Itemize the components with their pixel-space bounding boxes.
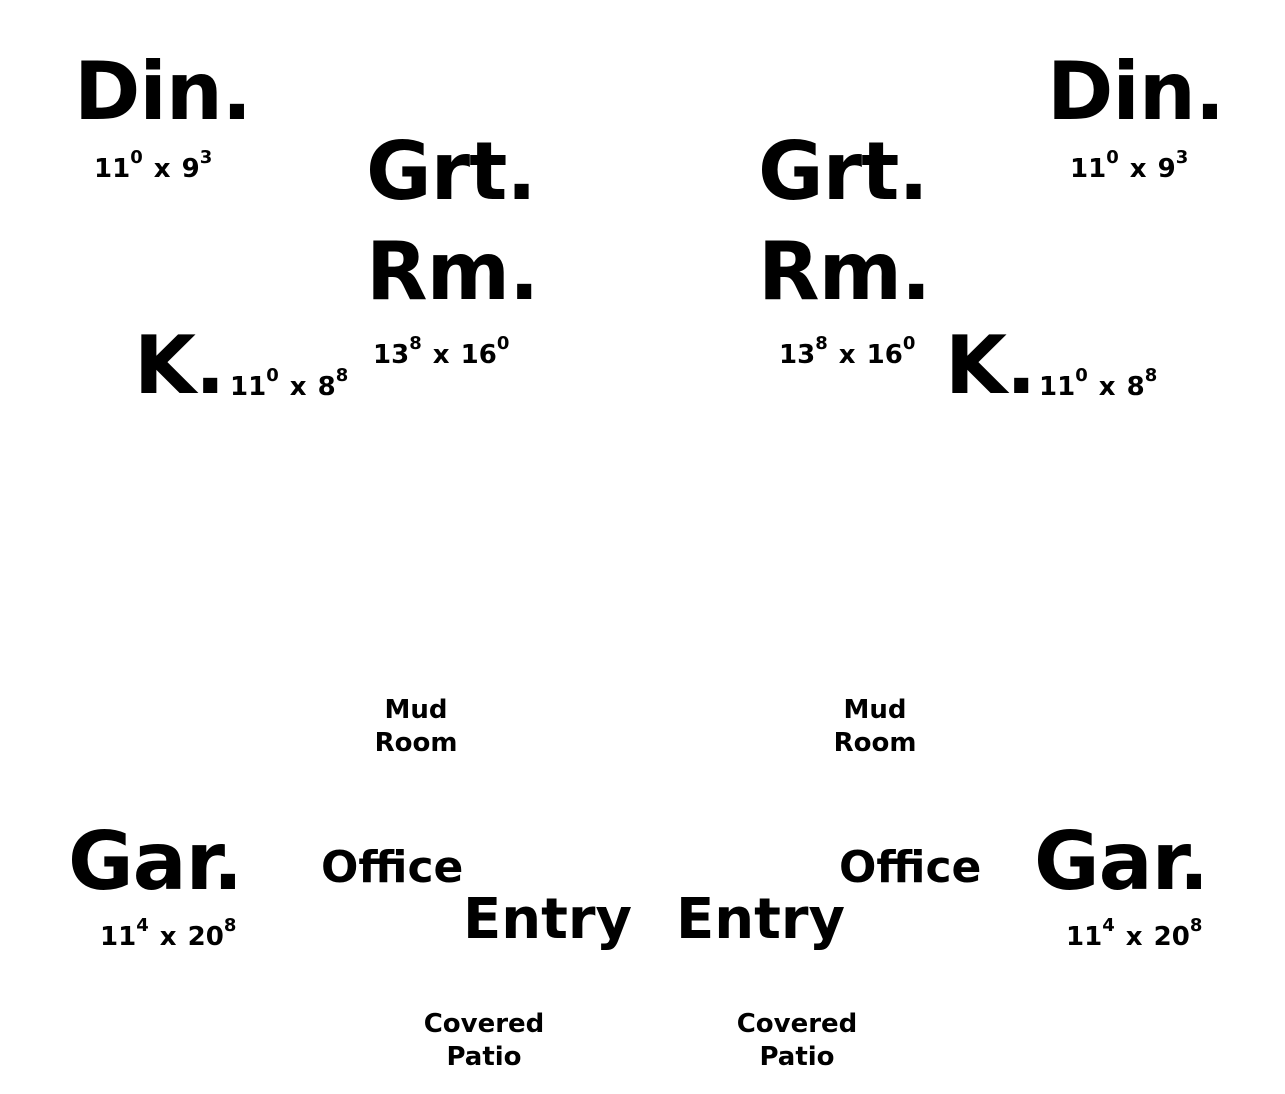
left-dining-dimensions: 110 x 93 — [94, 149, 212, 184]
left-kitchen-dim-b: 8 — [317, 372, 336, 402]
right-dining-dim-a-sup: 0 — [1106, 147, 1119, 168]
right-garage-dimensions: 114 x 208 — [1066, 917, 1202, 952]
right-kitchen-dim-a: 11 — [1039, 372, 1076, 402]
right-great-room-sep: x — [838, 340, 856, 370]
right-dining-dimensions: 110 x 93 — [1070, 149, 1188, 184]
left-great-room-dim-a: 13 — [373, 340, 410, 370]
right-garage-dim-a-sup: 4 — [1102, 915, 1115, 936]
right-entry-label: Entry — [676, 887, 846, 952]
right-mud-room-line1: Mud — [843, 695, 907, 725]
right-covered-patio-line2: Patio — [759, 1042, 835, 1072]
right-garage-label: Gar. — [1034, 815, 1209, 908]
right-mud-room-line2: Room — [833, 728, 917, 758]
right-office-label: Office — [839, 842, 982, 893]
left-mud-room-line2: Room — [374, 728, 458, 758]
left-kitchen-label: K. — [134, 319, 225, 412]
right-dining-dim-b: 9 — [1157, 154, 1176, 184]
right-kitchen-dimensions: 110 x 88 — [1039, 367, 1157, 402]
left-dining-label: Din. — [74, 45, 252, 138]
left-kitchen-dim-a: 11 — [230, 372, 267, 402]
left-covered-patio-line1: Covered — [423, 1009, 545, 1039]
right-kitchen-dim-b: 8 — [1126, 372, 1145, 402]
right-garage-dim-b-sup: 8 — [1189, 915, 1203, 936]
left-dining-dim-a-sup: 0 — [130, 147, 143, 168]
left-great-room-dim-b-sup: 0 — [496, 333, 510, 354]
left-mud-room-line1: Mud — [384, 695, 448, 725]
left-covered-patio-line2: Patio — [446, 1042, 522, 1072]
right-garage-dim-a: 11 — [1066, 922, 1103, 952]
left-garage-dim-b: 20 — [187, 922, 224, 952]
left-garage-dimensions: 114 x 208 — [100, 917, 236, 952]
left-kitchen-dimensions: 110 x 88 — [230, 367, 348, 402]
left-garage-sep: x — [159, 922, 177, 952]
right-great-room-dim-a: 13 — [779, 340, 816, 370]
left-kitchen-sep: x — [289, 372, 307, 402]
left-mud-room-label: Mud Room — [356, 694, 476, 760]
right-dining-label: Din. — [1047, 45, 1225, 138]
left-dining-dim-b: 9 — [181, 154, 200, 184]
left-garage-dim-b-sup: 8 — [223, 915, 237, 936]
left-covered-patio-label: Covered Patio — [414, 1008, 554, 1074]
left-kitchen-dim-a-sup: 0 — [266, 365, 279, 386]
right-dining-dim-b-sup: 3 — [1175, 147, 1189, 168]
left-kitchen-dim-b-sup: 8 — [335, 365, 349, 386]
right-dining-sep: x — [1129, 154, 1147, 184]
right-kitchen-dim-b-sup: 8 — [1144, 365, 1158, 386]
right-kitchen-label: K. — [945, 319, 1036, 412]
left-great-room-sep: x — [432, 340, 450, 370]
right-great-room-label-line2: Rm. — [758, 225, 931, 318]
right-great-room-dim-b-sup: 0 — [902, 333, 916, 354]
left-dining-dim-b-sup: 3 — [199, 147, 213, 168]
left-garage-dim-a-sup: 4 — [136, 915, 149, 936]
right-great-room-dim-b: 16 — [866, 340, 903, 370]
left-garage-dim-a: 11 — [100, 922, 137, 952]
left-great-room-label-line2: Rm. — [366, 225, 539, 318]
right-mud-room-label: Mud Room — [815, 694, 935, 760]
right-great-room-dim-a-sup: 8 — [815, 333, 828, 354]
right-great-room-label-line1: Grt. — [758, 125, 929, 218]
right-garage-dim-b: 20 — [1153, 922, 1190, 952]
right-covered-patio-line1: Covered — [736, 1009, 858, 1039]
left-great-room-dim-b: 16 — [460, 340, 497, 370]
left-office-label: Office — [321, 842, 464, 893]
right-kitchen-sep: x — [1098, 372, 1116, 402]
right-great-room-dimensions: 138 x 160 — [779, 335, 915, 370]
right-covered-patio-label: Covered Patio — [727, 1008, 867, 1074]
left-garage-label: Gar. — [68, 815, 243, 908]
right-kitchen-dim-a-sup: 0 — [1075, 365, 1088, 386]
left-entry-label: Entry — [463, 887, 633, 952]
left-great-room-dimensions: 138 x 160 — [373, 335, 509, 370]
right-dining-dim-a: 11 — [1070, 154, 1107, 184]
left-great-room-label-line1: Grt. — [366, 125, 537, 218]
right-garage-sep: x — [1125, 922, 1143, 952]
left-dining-sep: x — [153, 154, 171, 184]
left-dining-dim-a: 11 — [94, 154, 131, 184]
left-great-room-dim-a-sup: 8 — [409, 333, 422, 354]
